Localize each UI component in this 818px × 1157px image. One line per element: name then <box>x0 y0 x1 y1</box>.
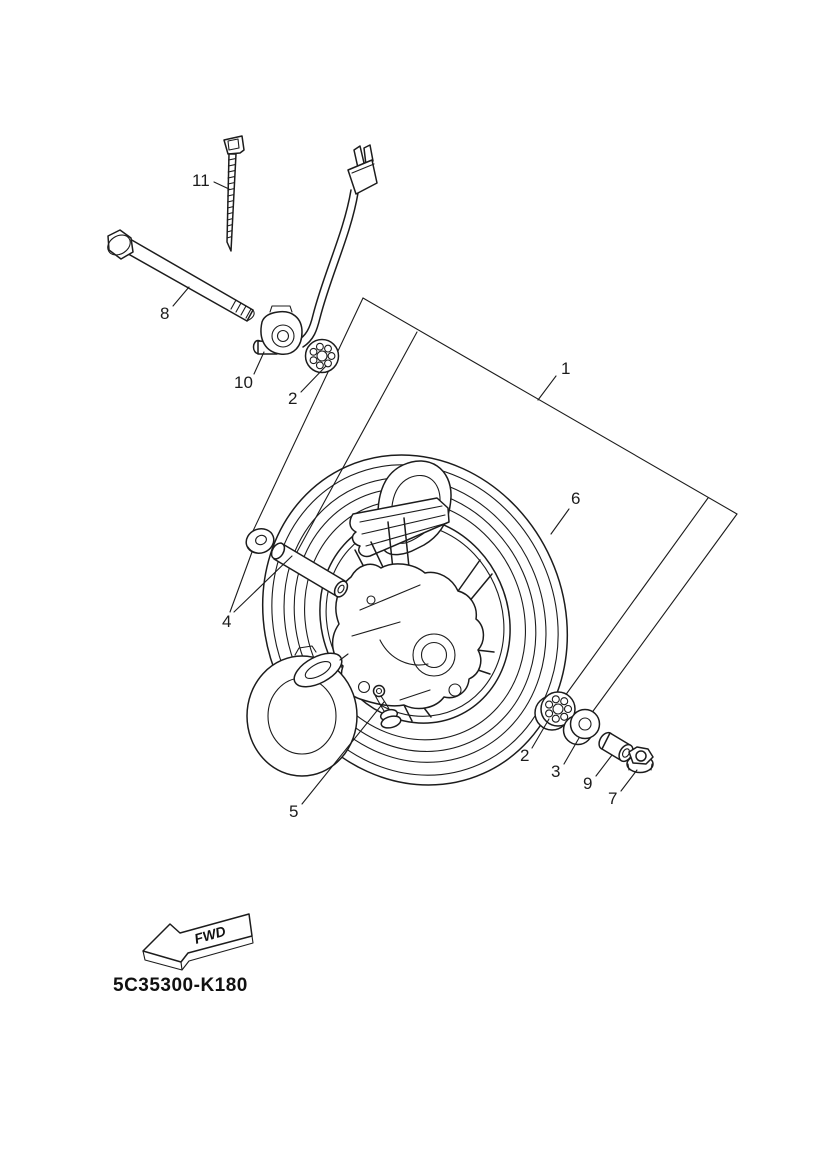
part-number-label: 10 <box>234 373 253 392</box>
part-number-label: 8 <box>160 304 169 323</box>
axle-collar <box>598 731 634 763</box>
callout-2-top: 2 <box>288 365 327 408</box>
callout-9: 9 <box>583 754 613 793</box>
drawing-code: 5C35300-K180 <box>113 975 248 996</box>
part-number-label: 6 <box>571 489 580 508</box>
leader-line <box>233 555 293 613</box>
leader-line <box>550 508 570 535</box>
oil-seal <box>562 708 601 746</box>
leader-line <box>531 718 550 749</box>
callout-6: 6 <box>550 489 580 535</box>
leader-line <box>213 181 230 190</box>
callout-10: 10 <box>234 351 265 392</box>
fwd-arrow: FWD <box>142 913 254 971</box>
spacer-washer <box>245 527 275 555</box>
leader-line <box>253 351 265 375</box>
wheel-bearing-top <box>304 338 340 374</box>
rim-flange-section <box>349 497 450 558</box>
wheel-hub <box>331 563 485 710</box>
callout-4: 4 <box>222 551 293 631</box>
leader-line <box>229 551 253 613</box>
part-number-label: 3 <box>551 762 560 781</box>
callout-1: 1 <box>537 359 570 401</box>
speedometer-cable <box>296 144 378 348</box>
leader-line <box>563 737 580 765</box>
axle-nut <box>626 746 654 774</box>
tire-cross-section <box>246 645 358 777</box>
part-number-label: 2 <box>520 746 529 765</box>
cable-connector <box>347 144 378 195</box>
spacer-tube <box>270 542 349 598</box>
axle-bolt <box>107 229 255 322</box>
callout-8: 8 <box>160 286 190 323</box>
callout-7: 7 <box>608 769 638 808</box>
leader-line <box>172 286 190 307</box>
leader-line <box>301 701 385 805</box>
part-number-label: 4 <box>222 612 231 631</box>
assembly-axis-band <box>252 297 738 719</box>
valve-stem <box>372 684 402 729</box>
leader-line <box>620 769 638 792</box>
leader-line <box>537 375 557 401</box>
speed-sensor <box>252 305 303 355</box>
part-number-label: 11 <box>192 171 210 190</box>
leader-line <box>300 365 327 393</box>
callout-2-bottom: 2 <box>520 718 550 765</box>
part-number-label: 5 <box>289 802 298 821</box>
part-number-label: 7 <box>608 789 617 808</box>
callout-11: 11 <box>192 171 230 190</box>
part-number-label: 1 <box>561 359 570 378</box>
cable-tie <box>223 135 245 252</box>
wheel-bearing-bottom <box>534 691 576 731</box>
callout-5: 5 <box>289 701 385 821</box>
leader-line <box>595 754 613 777</box>
callout-3: 3 <box>551 737 580 781</box>
part-number-label: 2 <box>288 389 297 408</box>
part-number-label: 9 <box>583 774 592 793</box>
